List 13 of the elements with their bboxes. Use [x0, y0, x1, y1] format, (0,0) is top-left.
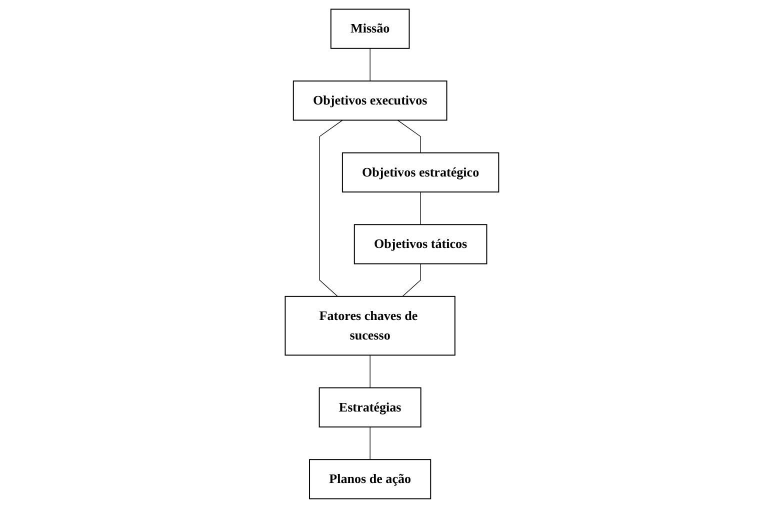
node-box: Planos de ação	[308, 458, 431, 499]
node-box: Objetivos táticos	[353, 224, 487, 264]
connector	[402, 262, 420, 296]
node-box: Objetivos estratégico	[342, 152, 499, 192]
node-box: Fatores chaves de sucesso	[284, 295, 455, 356]
node-box: Estratégias	[318, 386, 421, 427]
connector	[369, 48, 370, 81]
connector	[318, 119, 342, 296]
connector	[396, 119, 420, 153]
node-box: Objetivos executivos	[292, 80, 447, 120]
connector	[369, 354, 370, 388]
node-box: Missão	[330, 8, 410, 48]
connector	[369, 426, 370, 460]
